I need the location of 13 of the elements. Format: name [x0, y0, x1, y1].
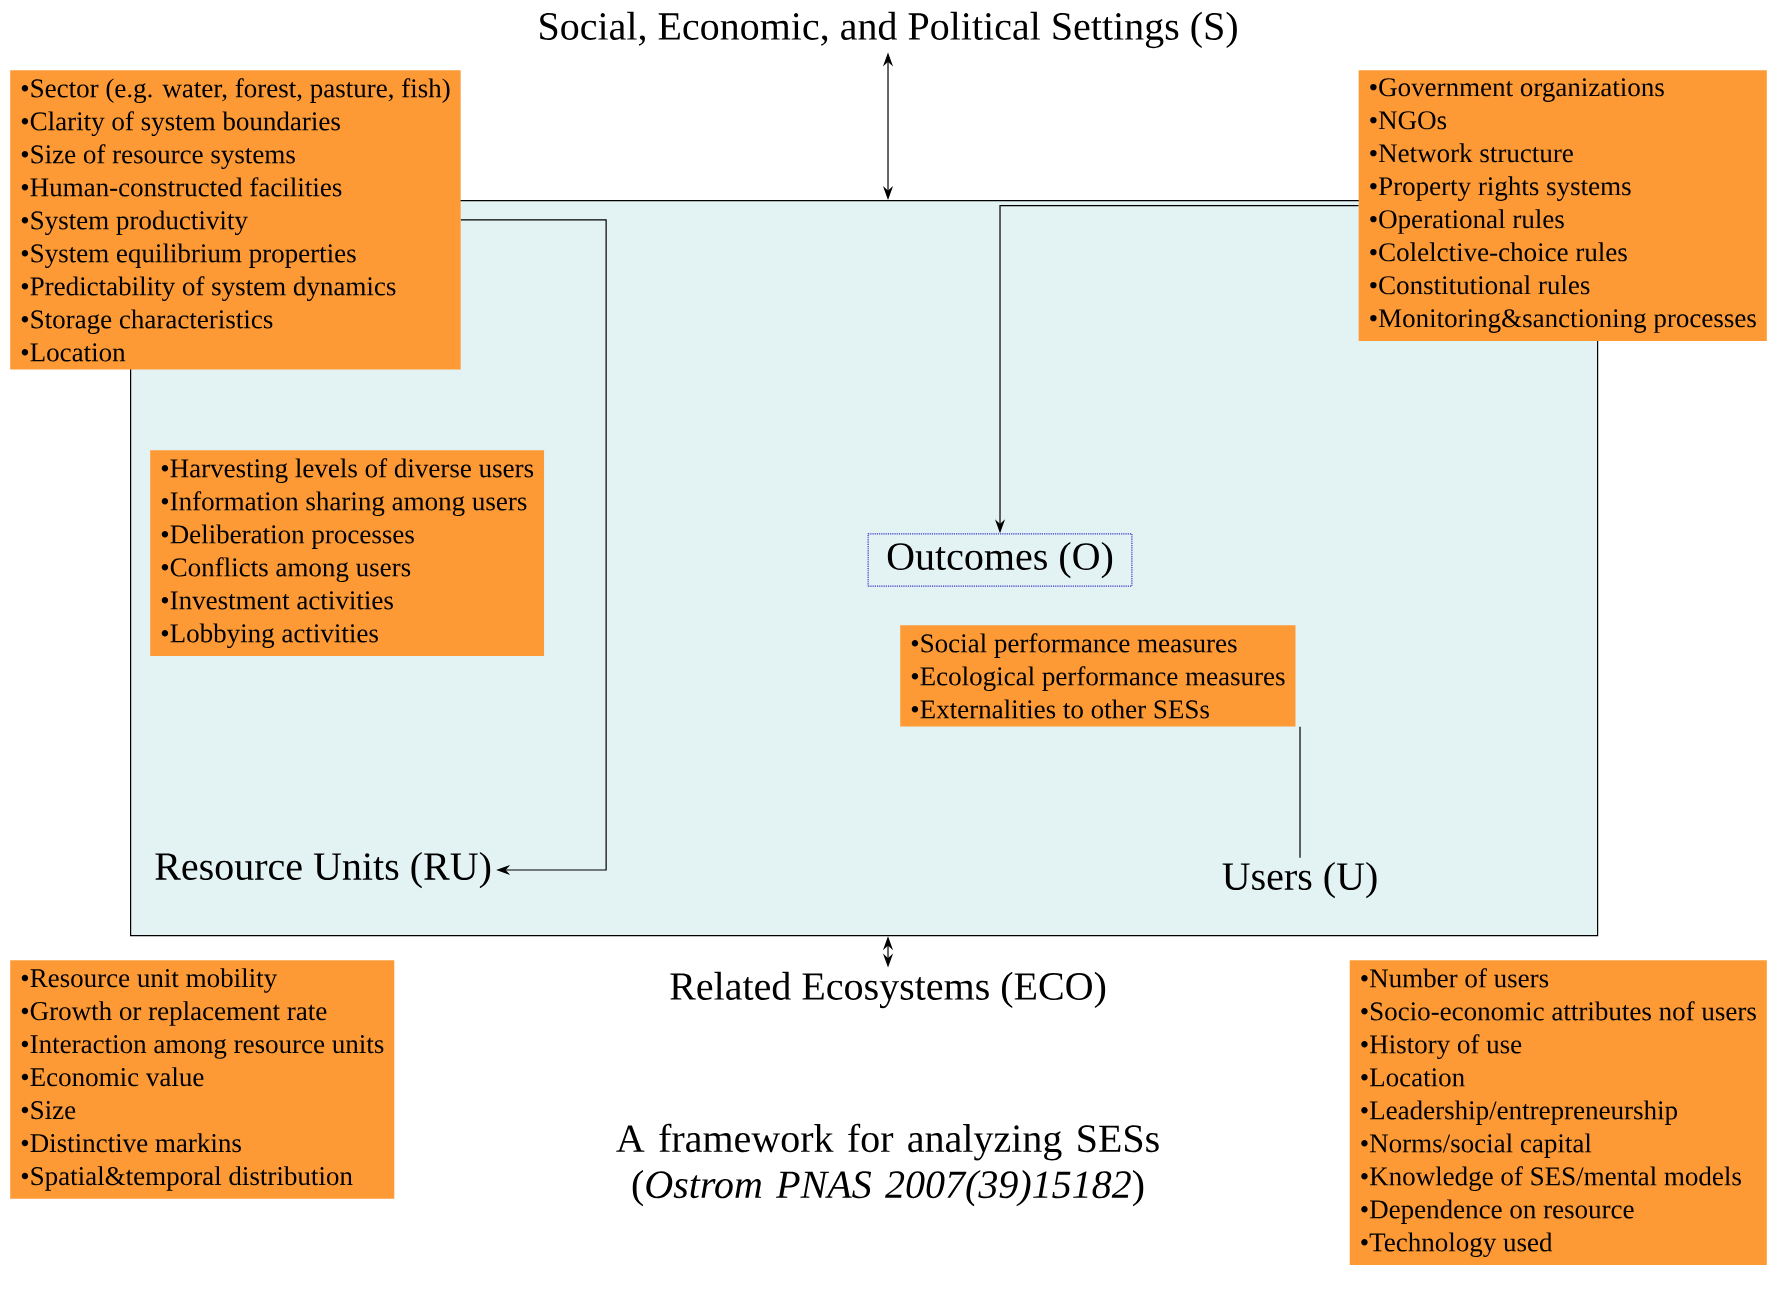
heading-text: Social, Economic, and Political Settings (S): [540, 11, 1237, 49]
outcome-box: Outcomes (O): [867, 533, 1133, 587]
attribute-box: •Sector (e.g. water, forest, pasture, fish) •Clarity of system boundaries •Size of resource systems •Human-constructed facilities •System productivity •System equilibrium properties •Predictability of system dynamics •Storage characteristics •Location: [10, 70, 461, 370]
attribute-box: •Number of users •Socio-economic attributes nof users •History of use •Location •Leadership/entrepreneurship •Norms/social capital •Knowledge of SES/mental models •Dependence on resource •Technology used: [1349, 960, 1767, 1266]
heading-text: Related Ecosystems (ECO): [670, 971, 1106, 1009]
attribute-box: •Social performance measures •Ecological performance measures •Externalities to other SESs: [900, 625, 1296, 727]
arrow: [460, 219, 607, 876]
caption-text: A framework for analyzing SESs (Ostrom PNAS 2007(39)15182): [616, 1123, 1159, 1207]
component-label: Users (U): [1222, 861, 1377, 899]
component-label: Resource Units (RU): [155, 851, 491, 889]
attribute-box: •Government organizations •NGOs •Network structure •Property rights systems •Operational rules •Colelctive-choice rules •Constitutional rules •Monitoring&sanctioning processes: [1358, 70, 1767, 341]
attribute-box: •Harvesting levels of diverse users •Information sharing among users •Deliberation processes •Conflicts among users •Investment activities •Lobbying activities: [150, 450, 545, 657]
attribute-box: •Resource unit mobility •Growth or replacement rate •Interaction among resource units •Economic value •Size •Distinctive markins •Spatial&temporal distribution: [10, 960, 395, 1199]
